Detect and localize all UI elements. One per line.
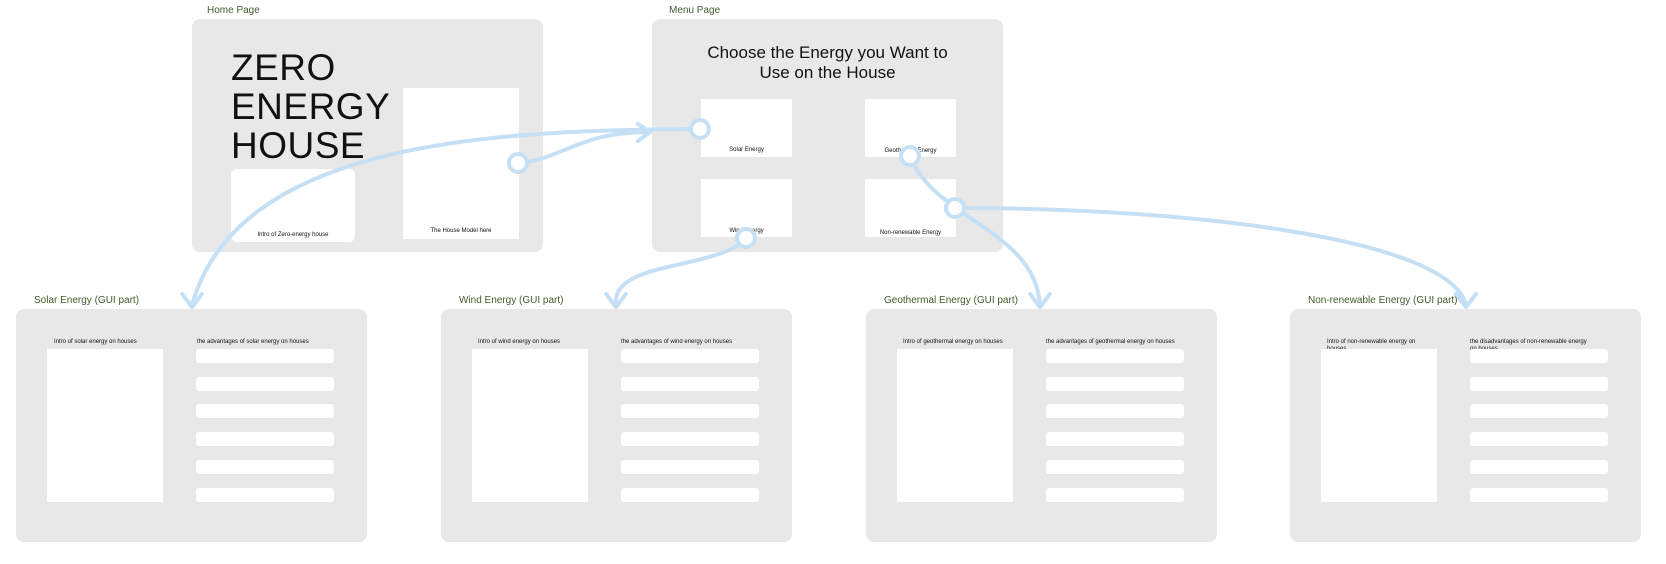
geothermal-intro-label: Intro of geothermal energy on houses: [903, 339, 1003, 345]
solar-page-frame: Intro of solar energy on houses the adva…: [16, 309, 367, 542]
list-row[interactable]: [1046, 460, 1184, 474]
arrowhead-icon: [1454, 292, 1478, 309]
geothermal-page-label: Geothermal Energy (GUI part): [884, 295, 1018, 306]
list-row[interactable]: [196, 377, 334, 391]
arrowhead-icon: [180, 292, 204, 309]
list-row[interactable]: [1046, 404, 1184, 418]
home-page-frame: ZERO ENERGY HOUSE Intro of Zero-energy h…: [192, 19, 543, 252]
wind-intro-label: Intro of wind energy on houses: [478, 339, 561, 345]
list-row[interactable]: [1046, 377, 1184, 391]
menu-title-line: Use on the House: [759, 63, 896, 82]
option-label: Geothermal Energy: [884, 147, 937, 154]
hero-title: ZERO ENERGY HOUSE: [231, 48, 390, 165]
list-row[interactable]: [621, 404, 759, 418]
wind-list-title: the advantages of wind energy on houses: [621, 339, 733, 345]
list-row[interactable]: [1046, 432, 1184, 446]
arrowhead-icon: [1028, 292, 1052, 309]
menu-page-label: Menu Page: [669, 5, 721, 16]
list-row[interactable]: [1470, 488, 1608, 502]
list-row[interactable]: [1470, 432, 1608, 446]
arrowhead-icon: [636, 122, 652, 143]
option-non-renewable-energy[interactable]: Non-renewable Energy: [865, 179, 956, 237]
geothermal-list-title: the advantages of geothermal energy on h…: [1046, 339, 1175, 345]
intro-card-label: Intro of Zero-energy house: [257, 231, 329, 238]
solar-intro-label: Intro of solar energy on houses: [54, 339, 137, 345]
list-row[interactable]: [196, 404, 334, 418]
geothermal-page-frame: Intro of geothermal energy on houses the…: [866, 309, 1217, 542]
list-row[interactable]: [196, 349, 334, 363]
list-row[interactable]: [196, 460, 334, 474]
arrowhead-icon: [604, 292, 628, 309]
solar-list-title: the advantages of solar energy on houses: [197, 339, 309, 345]
menu-title: Choose the Energy you Want to Use on the…: [652, 43, 1003, 83]
hero-title-line: HOUSE: [231, 125, 366, 166]
house-model-label: The House Model here: [430, 227, 492, 234]
menu-page-frame: Choose the Energy you Want to Use on the…: [652, 19, 1003, 252]
option-wind-energy[interactable]: Wind Energy: [701, 179, 792, 237]
option-label: Solar Energy: [729, 146, 764, 153]
list-row[interactable]: [1470, 404, 1608, 418]
non-renewable-page-label: Non-renewable Energy (GUI part): [1308, 295, 1458, 306]
wind-page-label: Wind Energy (GUI part): [459, 295, 564, 306]
wind-advantages-list: [621, 349, 759, 509]
wind-page-frame: Intro of wind energy on houses the advan…: [441, 309, 792, 542]
solar-advantages-list: [196, 349, 334, 509]
home-page-label: Home Page: [207, 5, 260, 16]
list-row[interactable]: [1470, 349, 1608, 363]
list-row[interactable]: [1470, 377, 1608, 391]
connector-menu-to-non-renewable: [953, 206, 1468, 307]
option-geothermal-energy[interactable]: Geothermal Energy: [865, 99, 956, 157]
non-renewable-disadvantages-list: [1470, 349, 1608, 509]
list-row[interactable]: [196, 488, 334, 502]
house-model-card: The House Model here: [403, 88, 519, 239]
list-row[interactable]: [1046, 488, 1184, 502]
option-label: Wind Energy: [729, 227, 764, 234]
wind-intro-panel: [472, 349, 588, 502]
list-row[interactable]: [621, 488, 759, 502]
option-label: Non-renewable Energy: [879, 229, 942, 236]
option-solar-energy[interactable]: Solar Energy: [701, 99, 792, 157]
list-row[interactable]: [621, 432, 759, 446]
non-renewable-page-frame: Intro of non-renewable energy on houses …: [1290, 309, 1641, 542]
menu-title-line: Choose the Energy you Want to: [707, 43, 948, 62]
list-row[interactable]: [1470, 460, 1608, 474]
list-row[interactable]: [1046, 349, 1184, 363]
list-row[interactable]: [196, 432, 334, 446]
non-renewable-intro-panel: [1321, 349, 1437, 502]
hero-title-line: ENERGY: [231, 86, 391, 127]
intro-card[interactable]: Intro of Zero-energy house: [231, 169, 355, 242]
geothermal-intro-panel: [897, 349, 1013, 502]
geothermal-advantages-list: [1046, 349, 1184, 509]
solar-intro-panel: [47, 349, 163, 502]
solar-page-label: Solar Energy (GUI part): [34, 295, 140, 306]
list-row[interactable]: [621, 460, 759, 474]
hero-title-line: ZERO: [231, 47, 336, 88]
list-row[interactable]: [621, 349, 759, 363]
list-row[interactable]: [621, 377, 759, 391]
